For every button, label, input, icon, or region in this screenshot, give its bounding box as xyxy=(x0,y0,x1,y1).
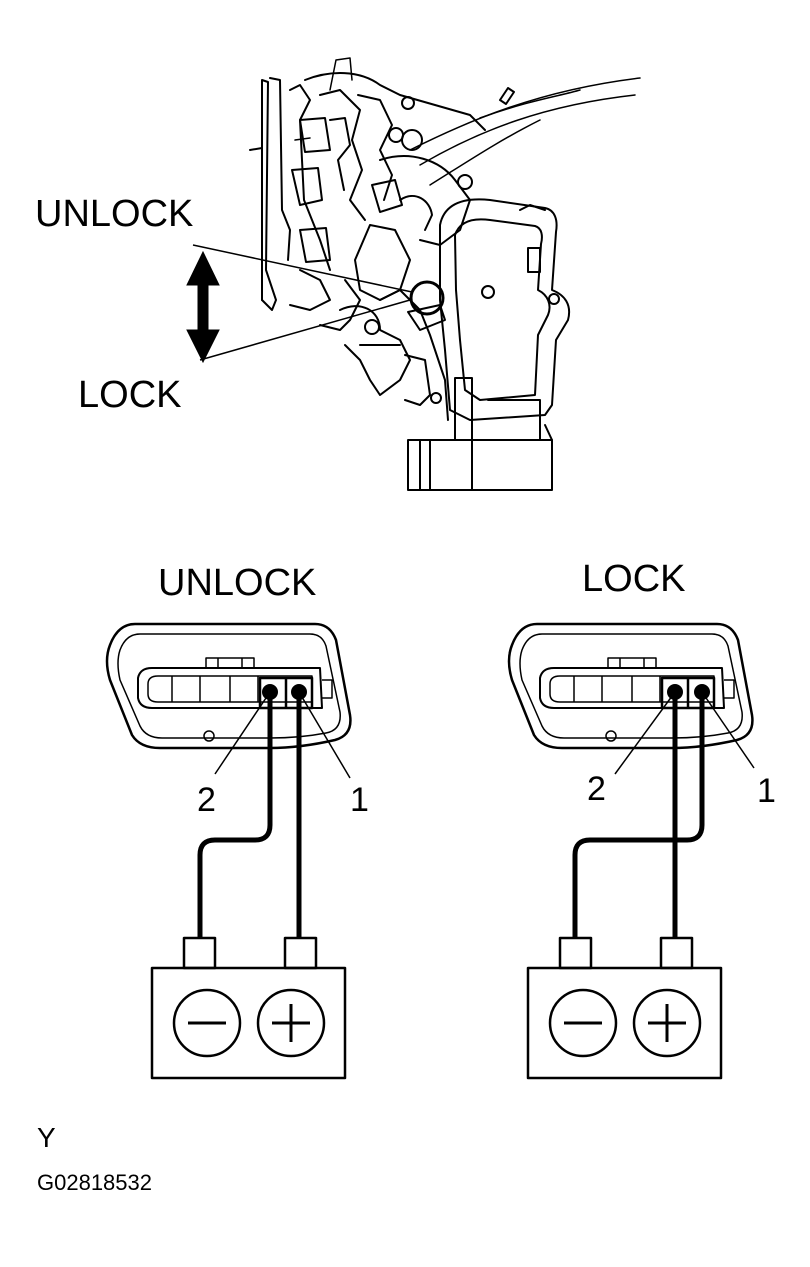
unlock-pin-2-label: 2 xyxy=(197,781,216,819)
lock-test-circuit xyxy=(507,622,755,1080)
lock-wire-pin1 xyxy=(572,692,705,938)
lock-battery xyxy=(526,966,723,1080)
double-arrow-icon xyxy=(186,250,220,364)
actuator-lock-label: LOCK xyxy=(78,374,182,416)
lock-pin-2-label: 2 xyxy=(587,770,606,808)
unlock-pin2-contact xyxy=(262,684,278,700)
unlock-battery xyxy=(150,966,347,1080)
view-marker: Y xyxy=(37,1122,56,1153)
unlock-pin1-contact xyxy=(291,684,307,700)
lock-leader-lines xyxy=(192,244,413,361)
figure-code: G02818532 xyxy=(37,1170,152,1195)
unlock-battery-positive-terminal xyxy=(256,988,326,1058)
lock-pin2-contact xyxy=(667,684,683,700)
lock-pin1-contact xyxy=(694,684,710,700)
unlock-test-circuit xyxy=(105,622,352,1080)
unlock-connector-outline xyxy=(105,622,352,750)
lock-connector-outline xyxy=(507,622,754,750)
unlock-test-title: UNLOCK xyxy=(158,562,317,604)
unlock-wire-pin2 xyxy=(197,692,273,938)
unlock-battery-negative-terminal xyxy=(172,988,242,1058)
lock-pin-1-label: 1 xyxy=(757,772,776,810)
actuator-unlock-label: UNLOCK xyxy=(35,193,194,235)
lock-battery-negative-terminal xyxy=(548,988,618,1058)
unlock-pin-1-label: 1 xyxy=(350,781,369,819)
door-lock-actuator-illustration xyxy=(249,57,641,491)
lock-battery-positive-terminal xyxy=(632,988,702,1058)
lock-test-title: LOCK xyxy=(582,558,686,600)
